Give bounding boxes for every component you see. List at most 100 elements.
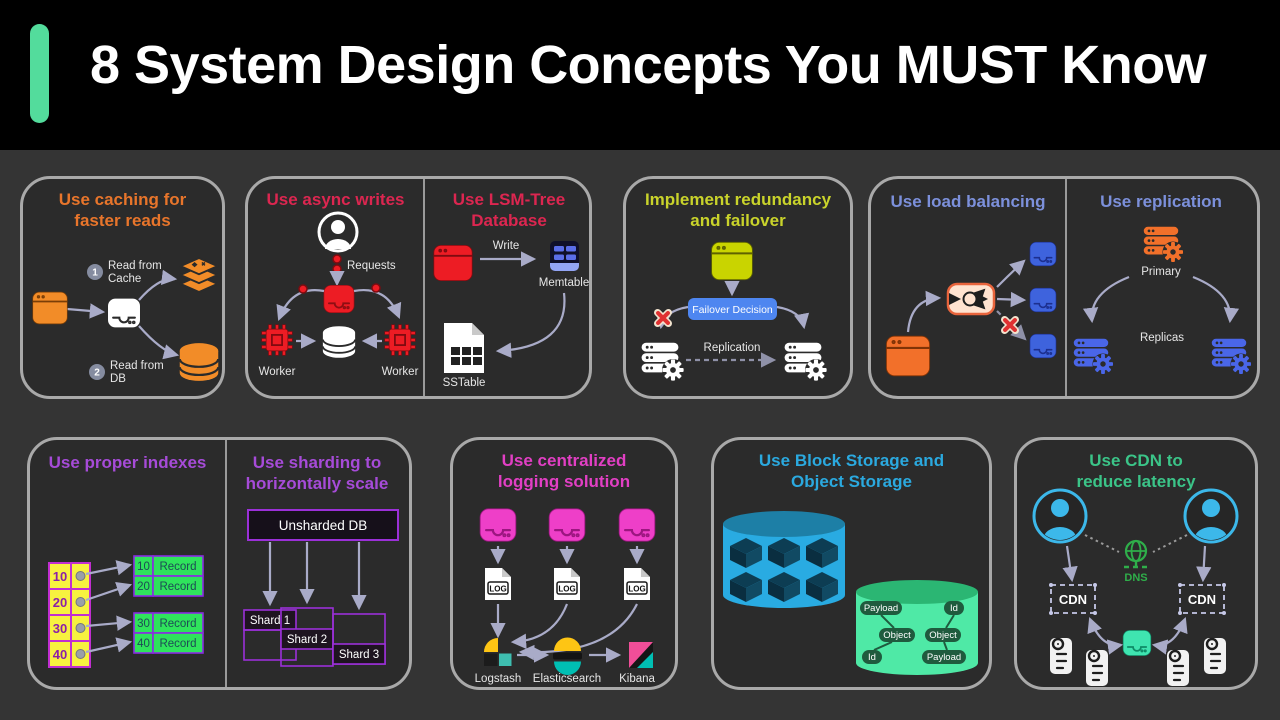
worker-chip-icon — [383, 323, 417, 357]
requests-label: Requests — [347, 260, 396, 272]
panel-lb-title: Use load balancing — [871, 191, 1065, 212]
backend-server-icon — [1029, 241, 1057, 267]
tag-label: Object — [929, 630, 957, 641]
lb-title: Use load balancing — [890, 192, 1046, 211]
user-icon — [317, 211, 359, 253]
tag-label: Id — [868, 652, 876, 663]
panel-caching: Use caching for faster reads 1 Read from… — [20, 176, 225, 399]
panel-replication-title: Use replication — [1065, 191, 1257, 212]
app-server-icon — [479, 507, 517, 543]
storage-title-line1: Use Block Storage and — [758, 451, 945, 470]
page-title: 8 System Design Concepts You MUST Know — [90, 35, 1207, 95]
content-scroll-icon — [1165, 648, 1191, 688]
record-row: 40 Record — [133, 632, 204, 654]
object-tag: Object — [925, 628, 961, 642]
queue-server-icon — [322, 284, 356, 314]
app-server-icon — [548, 507, 586, 543]
origin-server-icon — [1122, 629, 1152, 657]
backend-server-icon — [1029, 287, 1057, 313]
memtable-label: Memtable — [539, 277, 590, 289]
dns-globe-icon — [1124, 539, 1148, 569]
log-label: LOG — [489, 585, 506, 594]
request-dot — [332, 264, 342, 274]
shared-db-icon — [321, 325, 357, 359]
log-file-icon: LOG — [485, 568, 511, 600]
panel-lb-replication: Use load balancing Use replication — [868, 176, 1260, 399]
record-value: Record — [159, 581, 196, 593]
step2-number: 2 — [94, 368, 100, 379]
index-pointer-dot — [75, 649, 86, 659]
object-tag: Payload — [922, 650, 966, 664]
step2-label-line2: DB — [110, 373, 126, 385]
user-icon — [1183, 488, 1239, 544]
shard-3: Shard 3 — [332, 613, 386, 665]
logging-diagram: LOG LOG LOG — [475, 507, 656, 685]
logging-title-line1: Use centralized — [501, 451, 627, 470]
shard-label: Shard 2 — [287, 634, 327, 646]
unsharded-db-label: Unsharded DB — [279, 518, 368, 533]
elasticsearch-icon — [553, 637, 582, 675]
object-tag: Id — [944, 601, 964, 615]
record-value: Record — [159, 618, 196, 630]
block-cube-icon — [806, 538, 838, 568]
object-tag: Payload — [860, 601, 902, 615]
block-cube-icon — [806, 572, 838, 602]
indexes-sharding-diagram: 10 20 30 40 10 Record 20 Record — [48, 509, 399, 668]
user-icon — [1032, 488, 1088, 544]
failed-x-icon — [1005, 320, 1016, 331]
panel-divider — [423, 179, 425, 396]
database-cylinder-icon — [178, 342, 220, 382]
panel-cdn-title: Use CDN to reduce latency — [1017, 450, 1255, 492]
app-window-icon — [710, 241, 754, 281]
async-title: Use async writes — [266, 190, 405, 209]
panel-storage: Use Block Storage and Object Storage — [711, 437, 992, 690]
logging-title-line2: logging solution — [497, 472, 631, 491]
record-value: Record — [159, 561, 196, 573]
step1-badge — [87, 264, 103, 280]
worker-chip-icon — [260, 323, 294, 357]
index-pointer-dot — [75, 623, 86, 633]
failed-x-icon — [658, 313, 669, 324]
worker-left-label: Worker — [259, 366, 296, 378]
shard-label: Shard 1 — [250, 615, 290, 627]
step2-label-line1: Read from — [110, 360, 164, 372]
tag-label: Payload — [864, 603, 898, 614]
panel-storage-title: Use Block Storage and Object Storage — [714, 450, 989, 492]
client-window-icon — [885, 335, 931, 377]
lsm-title-line2: Database — [471, 211, 547, 230]
log-label: LOG — [628, 585, 645, 594]
lsm-client-window-icon — [432, 244, 474, 282]
block-cube-icon — [768, 572, 800, 602]
replication-label: Replication — [704, 342, 761, 354]
content-scroll-icon — [1048, 636, 1074, 676]
object-storage-cylinder: Payload Id Object Object Id Payload — [856, 580, 978, 675]
record-row: 30 Record — [133, 612, 204, 634]
record-value: Record — [159, 638, 196, 650]
sstable-file-icon — [444, 323, 484, 373]
index-key: 20 — [53, 595, 67, 610]
worker-right-label: Worker — [382, 366, 419, 378]
content-scroll-icon — [1202, 636, 1228, 676]
lb-replication-diagram: Primary Replicas — [885, 226, 1252, 377]
shard-1: Shard 1 — [243, 609, 297, 661]
panel-caching-title: Use caching for faster reads — [23, 189, 222, 231]
cdn-title-line1: Use CDN to — [1089, 451, 1183, 470]
redundancy-title-line2: and failover — [690, 211, 786, 230]
object-tag: Object — [879, 628, 915, 642]
server-stack-icon — [641, 342, 684, 381]
cdn-title-line2: reduce latency — [1076, 472, 1196, 491]
redis-cache-icon — [179, 257, 219, 293]
redundancy-diagram: Failover Decision Replication — [641, 241, 827, 381]
queue-dot — [371, 283, 381, 293]
cdn-diagram: DNS CDN CDN — [1032, 488, 1239, 688]
step2-badge — [89, 364, 105, 380]
shard-label: Shard 3 — [339, 649, 379, 661]
index-key: 10 — [53, 569, 67, 584]
record-row: 20 Record — [133, 575, 204, 597]
object-tag: Id — [862, 650, 882, 664]
index-key: 40 — [53, 647, 67, 662]
replica-server-icon — [1073, 338, 1114, 375]
record-key: 30 — [137, 618, 150, 630]
panel-logging-title: Use centralized logging solution — [453, 450, 675, 492]
